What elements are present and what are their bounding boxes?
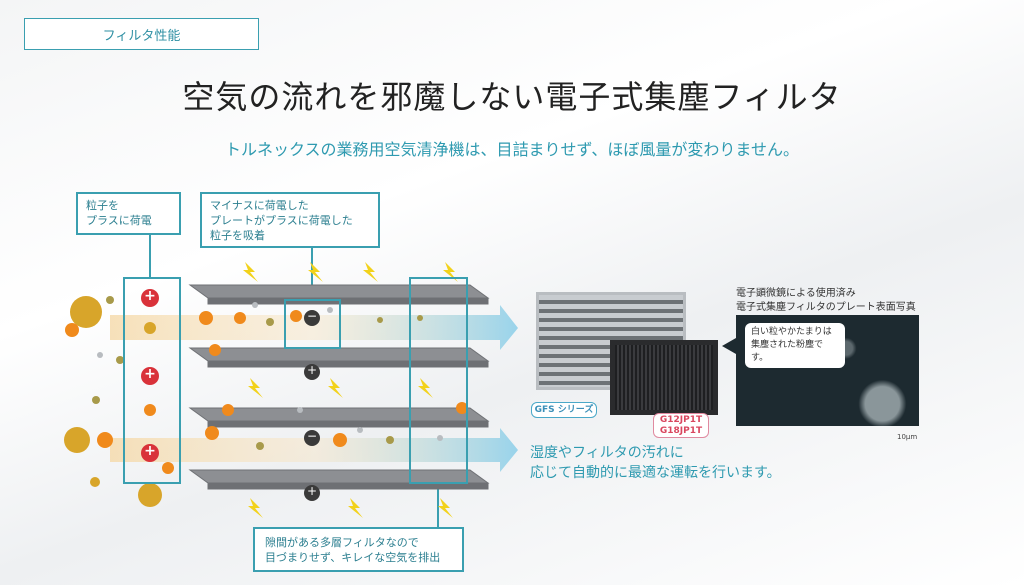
tag-g12: G12JP1T G18JP1T: [653, 413, 709, 438]
adsorption-zone-box: [284, 299, 341, 349]
plus-symbol: +: [144, 366, 156, 382]
minus-symbol: −: [306, 429, 318, 443]
speech-bubble: 白い粒やかたまりは 集塵された粉塵です。: [745, 323, 845, 368]
plus-symbol: +: [144, 443, 156, 459]
tag-gfs: GFS シリーズ: [531, 402, 597, 418]
page-subtitle: トルネックスの業務用空気清浄機は、目詰まりせず、ほぼ風量が変わりません。: [225, 140, 799, 159]
callout-adsorb: マイナスに荷電した プレートがプラスに荷電した 粒子を吸着: [200, 192, 380, 248]
plate-charge-icons: [304, 310, 320, 501]
dust-particles: [64, 296, 468, 507]
charging-zone-box: [123, 277, 181, 484]
g12-filter-image: [610, 340, 718, 415]
plus-symbol: +: [306, 363, 318, 377]
section-label: フィルタ性能: [24, 18, 259, 50]
callout-multilayer: 隙間がある多層フィルタなので 目づまりせず、キレイな空気を排出: [253, 527, 464, 572]
scale-label: 10μm: [897, 433, 918, 441]
photo-pointer: [722, 338, 736, 354]
collector-plates: [188, 284, 490, 490]
page-title: 空気の流れを邪魔しない電子式集塵フィルタ: [182, 78, 842, 116]
auto-operation-text: 湿度やフィルタの汚れに 応じて自動的に最適な運転を行います。: [530, 445, 781, 481]
plus-symbol: +: [306, 484, 318, 498]
plus-charge-icons: [141, 289, 159, 462]
charge-bolt-icons: [243, 262, 458, 518]
outlet-zone-box: [409, 277, 468, 484]
plus-symbol: +: [144, 288, 156, 304]
callout-charge: 粒子を プラスに荷電: [76, 192, 181, 235]
minus-symbol: −: [306, 309, 318, 323]
microscope-caption: 電子顕微鏡による使用済み 電子式集塵フィルタのプレート表面写真: [736, 288, 916, 313]
